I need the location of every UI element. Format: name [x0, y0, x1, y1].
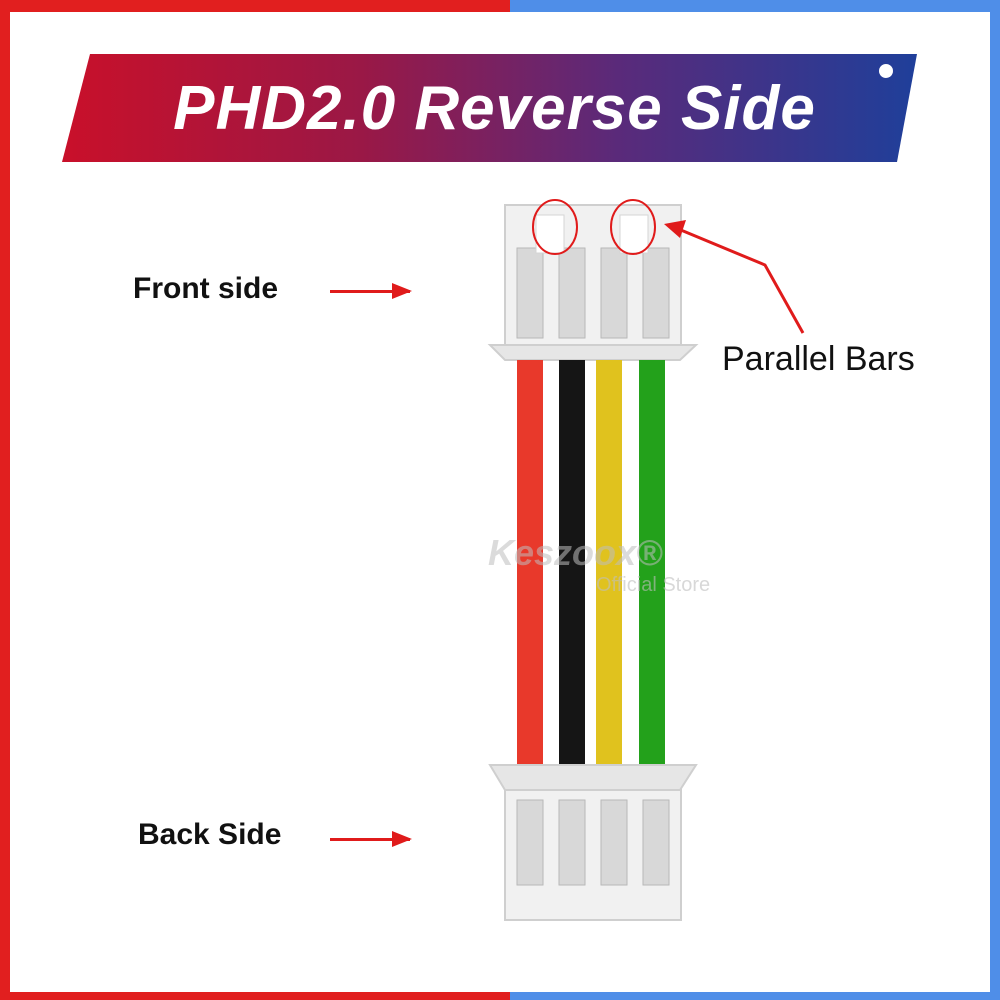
banner-dot — [879, 64, 893, 78]
bottom-connector — [488, 764, 698, 921]
front-side-label: Front side — [133, 272, 279, 305]
frame-bottom — [0, 992, 1000, 1000]
top-connector — [487, 199, 699, 361]
wire-black — [559, 360, 585, 765]
wire-yellow — [596, 360, 622, 765]
wires — [517, 360, 665, 765]
back-side-arrow — [330, 831, 412, 847]
title-banner: PHD2.0 Reverse Side — [62, 54, 917, 162]
watermark-brand: Keszoox® — [488, 532, 663, 573]
frame-top — [0, 0, 1000, 12]
parallel-bar-highlight-right — [610, 199, 656, 255]
front-side-arrow — [330, 283, 412, 299]
parallel-bar-highlight-left — [532, 199, 578, 255]
parallel-bars-label: Parallel Bars — [722, 340, 915, 378]
wire-red — [517, 360, 543, 765]
back-side-label: Back Side — [138, 818, 282, 851]
wire-green — [639, 360, 665, 765]
frame-right — [990, 0, 1000, 1000]
watermark-store: Official Store — [596, 574, 711, 596]
frame-left — [0, 0, 10, 1000]
parallel-bars-arrow — [664, 220, 805, 334]
page-title: PHD2.0 Reverse Side — [173, 73, 816, 143]
